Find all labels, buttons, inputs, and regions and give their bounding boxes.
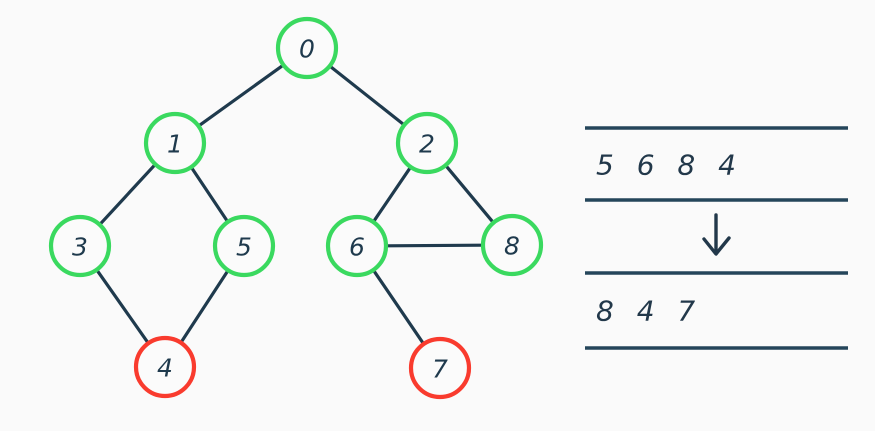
node-ring-3 [48, 214, 112, 278]
graph-edge-2-6 [372, 166, 412, 223]
graph-node-0[interactable]: 0 [275, 16, 339, 80]
node-label-8: 8 [504, 232, 520, 261]
node-ring-6 [325, 214, 389, 278]
graph-edge-1-5 [190, 166, 229, 223]
graph-edge-3-4 [95, 268, 150, 345]
graph-node-2[interactable]: 2 [395, 111, 459, 175]
node-ring-1 [143, 111, 207, 175]
node-ring-4 [133, 335, 197, 399]
graph-edge-0-1 [197, 63, 285, 128]
arrow-head [702, 236, 731, 256]
table-rule-layer [585, 126, 848, 350]
node-label-3: 3 [72, 233, 88, 262]
graph-edge-1-3 [98, 163, 157, 226]
node-label-1: 1 [167, 130, 183, 159]
node-label-2: 2 [419, 130, 435, 159]
table-cell-output: 8 4 7 [596, 295, 702, 328]
transform-arrow-icon [702, 213, 731, 256]
graph-node-6[interactable]: 6 [325, 214, 389, 278]
node-ring-7 [408, 336, 472, 400]
node-layer: 0 1 2 3 5 6 8 4 7 [48, 16, 544, 400]
node-ring-0 [275, 16, 339, 80]
graph-edge-6-8 [385, 243, 484, 248]
graph-edge-0-2 [328, 65, 406, 126]
node-label-5: 5 [236, 233, 252, 262]
graph-node-3[interactable]: 3 [48, 214, 112, 278]
node-ring-8 [480, 213, 544, 277]
graph-node-8[interactable]: 8 [480, 213, 544, 277]
graph-edge-5-4 [179, 269, 230, 344]
node-label-0: 0 [299, 35, 315, 64]
graph-edge-6-7 [372, 269, 425, 345]
table-row-layer: 5 6 8 4 8 4 7 [596, 149, 743, 328]
table-cell-input: 5 6 8 4 [596, 149, 743, 182]
node-ring-5 [212, 214, 276, 278]
node-label-4: 4 [157, 354, 173, 383]
graph-node-4[interactable]: 4 [133, 335, 197, 399]
node-label-7: 7 [432, 355, 448, 384]
graph-node-1[interactable]: 1 [143, 111, 207, 175]
node-label-6: 6 [349, 233, 365, 262]
graph-node-5[interactable]: 5 [212, 214, 276, 278]
node-ring-2 [395, 111, 459, 175]
graph-node-7[interactable]: 7 [408, 336, 472, 400]
graph-edge-2-8 [444, 164, 495, 224]
edge-layer [95, 63, 495, 345]
